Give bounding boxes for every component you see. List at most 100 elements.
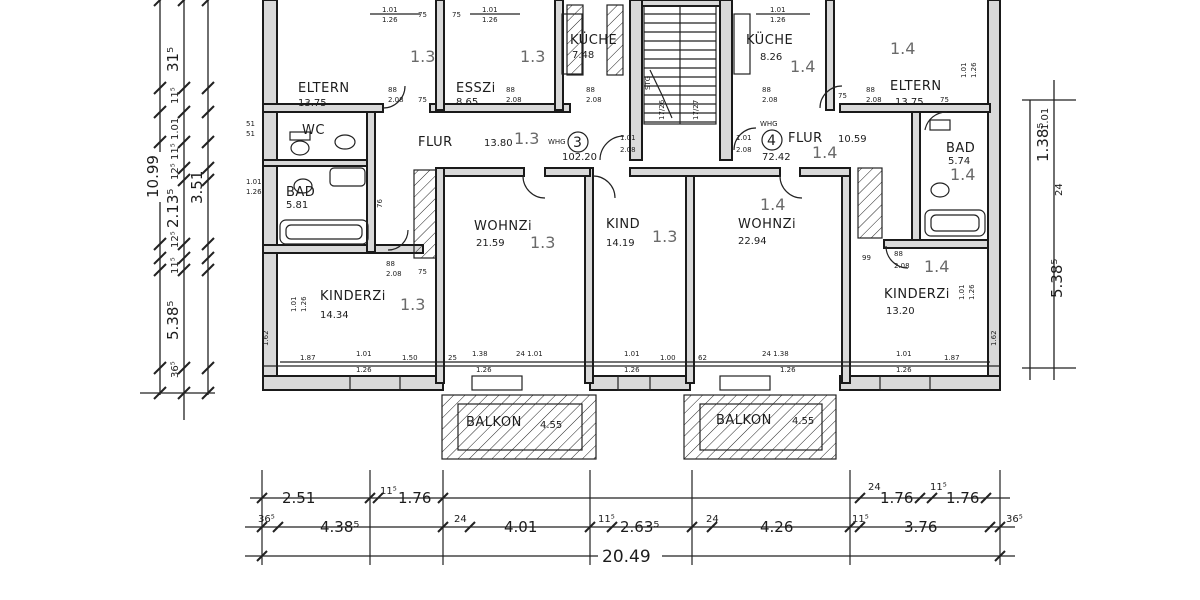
room-flur-right-area: 10.59 [838,134,867,145]
opening-label: 2.08 [620,146,636,154]
room-wohn-left-name: WOHNZi [474,219,532,234]
dim-row1-label: 1.76 [880,489,913,507]
opening-label: 2.08 [866,96,882,104]
walls [262,0,1001,391]
dim-row2-label: 11⁵ [598,514,615,525]
drawing-stroke [177,173,191,187]
dim-row2-label: 4.01 [504,518,537,536]
fixtures [279,13,986,245]
drawing-stroke [201,135,215,149]
pencil-mark: 1.4 [924,257,949,276]
dim-row1-label: 11⁵ [380,486,397,497]
dim-row2-label: 3.76 [904,518,937,536]
room-eltern-left-name: ELTERN [298,81,350,96]
room-labels: ELTERN 13.75 ESSZi 8.65 KÜCHE 7.48 KÜCHE… [286,31,975,431]
opening-label: 1.26 [300,296,308,312]
opening-height: 1.26 [770,16,786,24]
drawing-stroke [606,521,618,533]
drawing-stroke [177,81,191,95]
pencil-mark: 1.3 [400,295,425,314]
drawing-stroke [153,135,167,149]
drawing-stroke [464,521,476,533]
room-flur-left-area: 13.80 [484,138,513,149]
window-dim: 1.62 [262,330,270,346]
unit-right-number: 4 [767,133,776,149]
window-dim: 1.26 [896,366,912,374]
drawing-stroke [272,521,284,533]
dim-left-label: 11⁵ [170,143,181,160]
unit-right-label: WHG [760,120,778,128]
dim-left-label: 12⁵ [170,231,181,248]
drawing-stroke [153,251,167,265]
window-dim: 1.87 [300,354,316,362]
pencil-mark: 1.3 [520,47,545,66]
window-dim: 1.50 [402,354,418,362]
dim-left-label: 31⁵ [164,47,182,72]
room-wohn-left-area: 21.59 [476,238,505,249]
window-dim: 25 [448,354,457,362]
room-kueche-right-area: 8.26 [760,52,782,63]
drawing-stroke [201,173,215,187]
opening-label: 2.08 [586,96,602,104]
window-dim: 1.87 [944,354,960,362]
opening-height: 1.26 [382,16,398,24]
dimension-chains-right: 1.01 1.38⁵ 24 5.38⁵ [1022,80,1076,380]
drawing-stroke [372,492,384,504]
dimension-chains-bottom: 2.51 11⁵ 1.76 24 1.76 11⁵ 1.76 36⁵ 4.38⁵… [245,470,1023,567]
room-eltern-left-area: 13.75 [298,98,327,109]
pencil-mark: 1.4 [950,165,975,184]
dim-left-label: 1.01 [170,118,181,140]
opening-label: 2.08 [506,96,522,104]
dim-total-label: 20.49 [602,547,651,567]
dim-row1-label: 11⁵ [930,482,947,493]
window-dim: 24 1.01 [516,350,543,358]
opening-label: 88 [388,86,397,94]
drawing-stroke [914,492,926,504]
drawing-stroke [201,237,215,251]
staircase: STG 17/26 17/27 [643,5,717,125]
dim-left-label: 3.51 [188,171,206,204]
opening-label: 88 [762,86,771,94]
room-wohn-right-area: 22.94 [738,236,767,247]
windows [263,365,1000,391]
opening-label: 51 [246,130,255,138]
window-dim: 1.01 [896,350,912,358]
room-balkon-left-name: BALKON [466,415,522,430]
pencil-marks: 1.3 1.3 1.3 1.3 1.3 1.3 1.4 1.4 1.4 1.4 … [400,39,975,314]
unit-left-number: 3 [573,135,582,151]
opening-label: 88 [586,86,595,94]
opening-width: 1.01 [482,6,498,14]
pencil-mark: 1.4 [890,39,915,58]
stair-left-value: 17/26 [658,99,666,120]
drawing-stroke [153,105,167,119]
window-dim: 24 1.38 [762,350,789,358]
opening-label: 1.26 [246,188,262,196]
room-wohn-right-name: WOHNZi [738,217,796,232]
opening-label: 88 [386,260,395,268]
dim-row2-label: 11⁵ [852,514,869,525]
drawing-stroke [201,81,215,95]
opening-annotations: 1.01 1.26 75 75 1.01 1.26 1.01 1.26 88 2… [246,6,998,374]
window-dim: 62 [698,354,707,362]
stair-label: STG [644,76,652,90]
dim-left-label: 12⁵ [170,163,181,180]
opening-label: 1.01 [736,134,752,142]
drawing-stroke [153,263,167,277]
doors [382,85,948,269]
dim-right-label: 1.38⁵ [1034,123,1052,162]
drawing-stroke [854,492,866,504]
opening-label: 1.01 [620,134,636,142]
dim-right-label: 1.01 [1040,108,1051,130]
drawing-stroke [177,105,191,119]
drawing-stroke [177,237,191,251]
room-kueche-right-name: KÜCHE [746,31,793,48]
dimension-chains-left: 31⁵ 11⁵ 1.01 11⁵ 12⁵ 2.13⁵ 3.51 12⁵ 11⁵ … [140,0,215,420]
opening-label: 75 [418,268,427,276]
dim-row1-label: 2.51 [282,489,315,507]
dim-left-label: 11⁵ [170,87,181,104]
opening-label: 75 [418,11,427,19]
room-kind-name: KIND [606,217,640,232]
opening-label: 2.08 [894,262,910,270]
dim-row2-label: 24 [706,514,719,525]
